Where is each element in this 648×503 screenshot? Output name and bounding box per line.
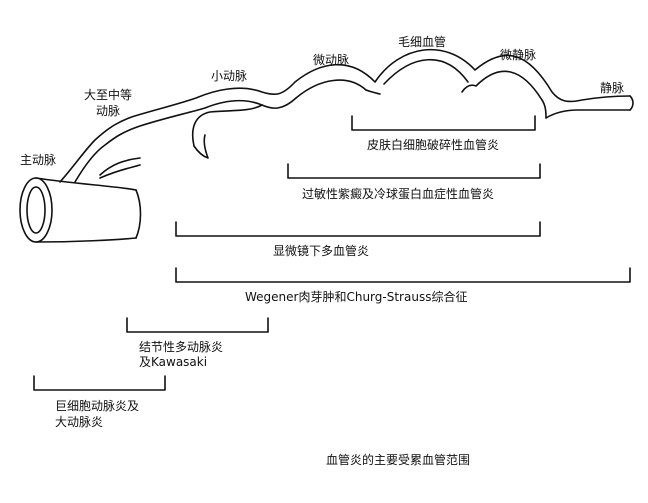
label-gca-takayasu: 巨细胞动脉炎及 大动脉炎 <box>55 399 140 429</box>
label-vein: 静脉 <box>600 81 625 95</box>
arteriole-hook <box>365 89 381 95</box>
vessel-upper-wall <box>59 48 631 183</box>
venule-hook <box>461 70 543 101</box>
small-branch-tip <box>193 134 209 159</box>
label-aorta: 主动脉 <box>20 153 57 167</box>
bracket-pan-kawasaki <box>126 317 269 333</box>
small-branch <box>191 104 263 147</box>
label-venule: 微静脉 <box>500 48 537 62</box>
aorta-cylinder <box>19 177 142 243</box>
vein-end <box>629 95 634 111</box>
capillary-lower-arc <box>383 58 469 85</box>
label-capillary: 毛细血管 <box>398 35 447 49</box>
medium-branch <box>99 157 141 176</box>
vein-lower-wall <box>545 109 631 119</box>
medium-branch-lower <box>99 164 141 179</box>
bracket-hsp-cryo <box>287 163 541 179</box>
figure-caption: 血管炎的主要受累血管范围 <box>326 453 471 467</box>
label-leukocytoclastic-vasculitis: 皮肤白细胞破碎性血管炎 <box>367 138 500 152</box>
bracket-wegener <box>175 267 631 283</box>
label-arteriole: 微动脉 <box>313 53 350 67</box>
label-wegener-churg-strauss: Wegener肉芽肿和Churg-Strauss综合征 <box>245 290 468 304</box>
vessel-lower-wall <box>74 79 367 183</box>
bracket-gca-takayasu <box>33 375 166 391</box>
bracket-leukocytoclastic <box>351 115 536 131</box>
label-microscopic-polyangiitis: 显微镜下多血管炎 <box>273 244 370 258</box>
label-small-artery: 小动脉 <box>211 69 248 83</box>
label-hsp-cryoglobulinemic-vasculitis: 过敏性紫癜及冷球蛋白血症性血管炎 <box>302 187 495 201</box>
venule-bend <box>541 99 547 119</box>
label-pan-kawasaki: 结节性多动脉炎 及Kawasaki <box>139 340 224 369</box>
bracket-mpa <box>175 221 541 237</box>
label-large-medium-artery: 大至中等 动脉 <box>83 88 132 118</box>
